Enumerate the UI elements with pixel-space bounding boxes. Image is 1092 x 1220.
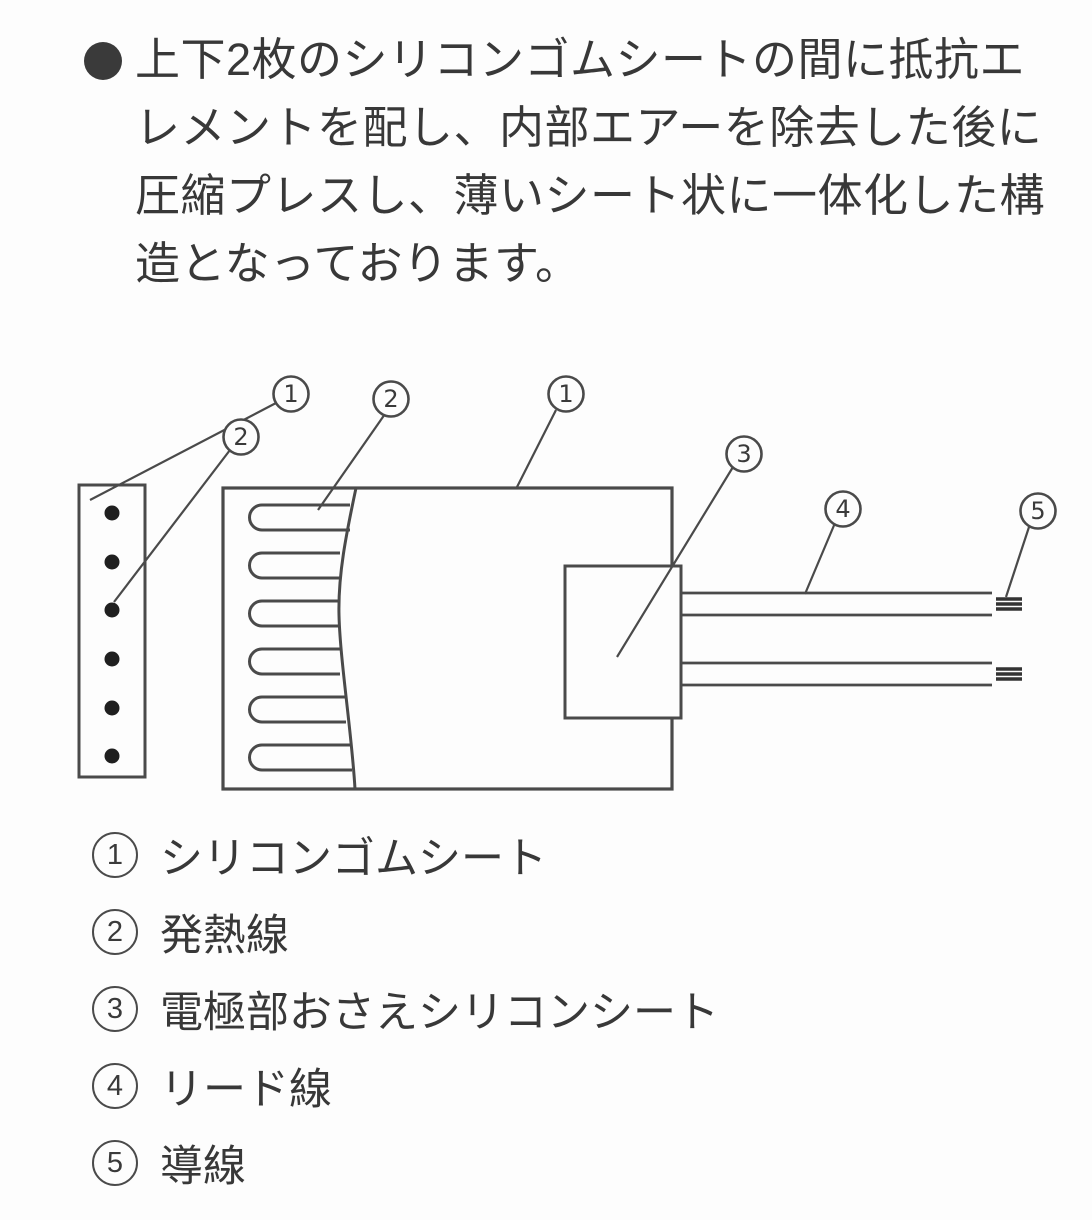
wire-finger — [248, 503, 350, 532]
legend-item: 5 導線 — [92, 1140, 719, 1191]
wire-dot — [104, 602, 120, 618]
wire-finger — [248, 599, 338, 628]
callout-number: 4 — [835, 495, 850, 523]
callout-circle — [824, 490, 862, 528]
legend-item: 4 リード線 — [92, 1063, 719, 1114]
callout-circle — [222, 418, 260, 456]
intro-line: 上下2枚のシリコンゴムシートの間に抵抗エ — [135, 34, 1026, 85]
callout-4-lead: 4 — [824, 490, 862, 528]
break-wave-line — [337, 487, 358, 790]
heating-wire-pattern — [248, 487, 358, 790]
wire-dot — [104, 651, 120, 667]
callout-number: 2 — [233, 423, 248, 451]
legend-label: シリコンゴムシート — [160, 835, 547, 883]
callout-number: 2 — [383, 385, 398, 413]
conductor-ends — [996, 597, 1022, 681]
wire-dot — [104, 554, 120, 570]
legend-number: 3 — [92, 986, 138, 1032]
callout-circle — [372, 380, 410, 418]
intro-line: レメントを配し、内部エアーを除去した後に — [135, 102, 1043, 153]
intro-text: 上下2枚のシリコンゴムシートの間に抵抗エ レメントを配し、内部エアーを除去した後… — [135, 26, 1064, 298]
callout-1-side: 1 — [272, 375, 310, 413]
callouts: 1 2 2 1 3 4 5 — [222, 375, 1057, 530]
legend: 1 シリコンゴムシート 2 発熱線 3 電極部おさえシリコンシート 4 リード線… — [92, 832, 719, 1191]
callout-number: 3 — [736, 440, 751, 468]
callout-2-wire: 2 — [372, 380, 410, 418]
legend-item: 1 シリコンゴムシート — [92, 832, 719, 883]
callout-circle — [272, 375, 310, 413]
callout-5-conductor: 5 — [1019, 492, 1057, 530]
electrode-press-sheet — [563, 564, 683, 720]
intro-line: 造となっております。 — [135, 238, 581, 289]
leader-line — [1004, 523, 1032, 598]
legend-label: リード線 — [160, 1066, 332, 1114]
leader-line — [803, 522, 837, 595]
legend-label: 発熱線 — [160, 912, 289, 960]
wire-dot — [104, 748, 120, 764]
wire-finger — [248, 695, 346, 724]
leader-line — [113, 449, 231, 603]
legend-number: 5 — [92, 1140, 138, 1186]
leader-line — [515, 409, 557, 490]
wire-dot — [104, 505, 120, 521]
callout-number: 1 — [283, 380, 298, 408]
bullet-icon — [84, 42, 122, 80]
wire-dot — [104, 700, 120, 716]
lead-wires — [681, 591, 992, 687]
heating-wire-dots — [104, 505, 120, 764]
callout-circle — [1019, 492, 1057, 530]
legend-label: 電極部おさえシリコンシート — [160, 989, 719, 1037]
callout-circle — [547, 375, 585, 413]
legend-number: 2 — [92, 909, 138, 955]
callout-circle — [725, 435, 763, 473]
wire-finger — [248, 551, 340, 580]
intro-paragraph: 上下2枚のシリコンゴムシートの間に抵抗エ レメントを配し、内部エアーを除去した後… — [84, 26, 1064, 298]
callout-number: 1 — [558, 380, 573, 408]
silicone-sheet-side-view — [77, 483, 147, 779]
heater-structure-diagram: 1 2 2 1 3 4 5 — [77, 375, 1057, 791]
legend-label: 導線 — [160, 1143, 246, 1191]
callout-3-electrode: 3 — [725, 435, 763, 473]
legend-number: 4 — [92, 1063, 138, 1109]
callout-number: 5 — [1030, 497, 1045, 525]
legend-item: 2 発熱線 — [92, 909, 719, 960]
intro-line: 圧縮プレスし、薄いシート状に一体化した構 — [135, 170, 1046, 221]
wire-finger — [248, 743, 352, 772]
callout-2-side: 2 — [222, 418, 260, 456]
callout-1-sheet: 1 — [547, 375, 585, 413]
leader-line — [616, 466, 734, 658]
wire-finger — [248, 647, 340, 676]
legend-item: 3 電極部おさえシリコンシート — [92, 986, 719, 1037]
leader-line — [317, 413, 386, 511]
legend-number: 1 — [92, 832, 138, 878]
